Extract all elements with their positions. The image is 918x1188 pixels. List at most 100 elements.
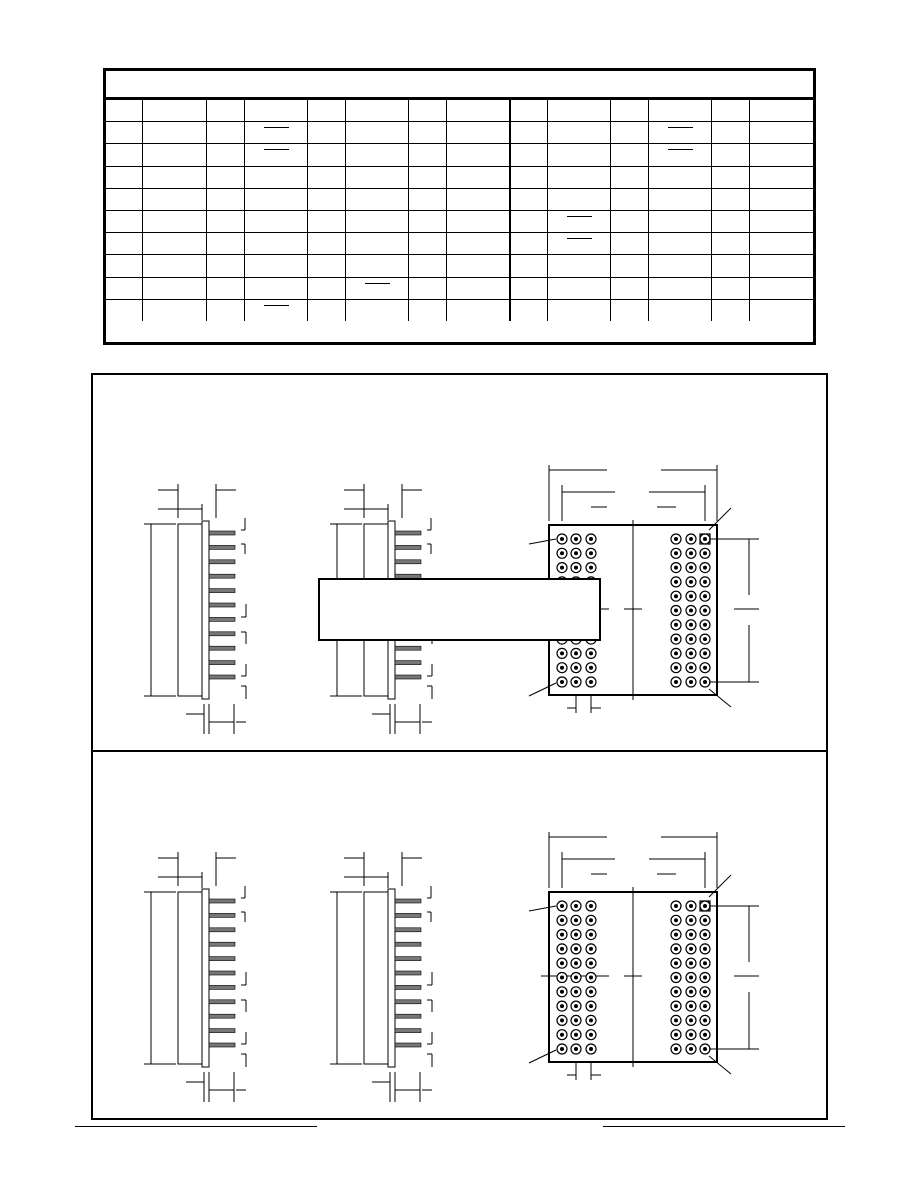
pad-center (574, 665, 578, 670)
pad-center (689, 680, 693, 684)
pad-center (589, 1004, 593, 1009)
footer-rule-right (603, 1126, 845, 1127)
leader-line (528, 538, 557, 545)
lead-pin (394, 956, 422, 961)
pad-center (674, 961, 678, 966)
lead-pin (208, 970, 236, 976)
pad-center (560, 1047, 564, 1051)
lead-pin (208, 1028, 236, 1033)
lead-pin (208, 1042, 236, 1048)
leader-line (528, 905, 557, 912)
pad-center (689, 665, 693, 670)
pad-center (574, 961, 578, 966)
pad-center (703, 961, 707, 966)
pad-center (703, 989, 707, 994)
pad-center (703, 904, 707, 908)
table-cell (307, 298, 346, 321)
pad-center (689, 537, 693, 541)
pad-center (674, 594, 678, 599)
pad-center (674, 565, 678, 570)
pad-center (574, 932, 578, 937)
pad-center (703, 537, 707, 541)
overbar-mark (667, 149, 693, 151)
pad-center (589, 918, 593, 923)
lead-pin (208, 999, 236, 1005)
table-cell (408, 276, 447, 300)
lead-pin (208, 898, 236, 904)
pad-center (674, 989, 678, 994)
pad-center (689, 918, 693, 923)
pad-center (574, 1032, 578, 1037)
table-cell (206, 276, 245, 300)
overbar-mark (667, 127, 693, 129)
lead-pin (394, 559, 422, 565)
overbar-mark (263, 149, 289, 151)
pad-center (674, 608, 678, 613)
overbar-mark (566, 215, 592, 217)
pad-center (689, 551, 693, 556)
overbar-mark (263, 127, 289, 129)
table-cell (408, 298, 447, 321)
table-cell (508, 298, 548, 321)
pad-center (574, 918, 578, 923)
pad-center (589, 1018, 593, 1023)
pad-center (560, 975, 564, 980)
pad-center (703, 932, 707, 937)
table-row (106, 276, 813, 300)
pad-center (560, 989, 564, 994)
pad-center (703, 594, 707, 599)
pad-center (574, 551, 578, 556)
pad-center (703, 565, 707, 570)
lead-pin (208, 660, 236, 665)
pad-center (574, 1004, 578, 1009)
pad-center (674, 537, 678, 541)
top-left-side-view-lid (201, 520, 210, 700)
table-cell (307, 98, 346, 123)
drawing-overlay-box (318, 578, 601, 641)
leader-line (708, 688, 732, 708)
lead-pin (394, 645, 422, 651)
table-row (106, 98, 813, 123)
pad-center (560, 904, 564, 908)
pad-center (703, 1047, 707, 1051)
overbar-mark (263, 304, 289, 306)
pad-center (689, 1004, 693, 1009)
pad-center (674, 680, 678, 684)
lead-pin (394, 530, 422, 536)
pad-center (703, 1004, 707, 1009)
pad-center (560, 1018, 564, 1023)
table-cell (711, 298, 750, 321)
table-cell (748, 98, 813, 123)
pad-center (560, 665, 564, 670)
lead-pin (394, 1013, 422, 1019)
pad-center (574, 975, 578, 980)
top-left-side-view-body (177, 523, 203, 697)
lead-pin (394, 970, 422, 976)
pad-center (689, 622, 693, 627)
pad-center (589, 932, 593, 937)
pad-center (589, 565, 593, 570)
lead-pin (208, 956, 236, 961)
lead-pin (394, 1042, 422, 1048)
pad-center (560, 680, 564, 684)
table-cell (508, 276, 548, 300)
pad-center (589, 961, 593, 966)
pad-center (689, 961, 693, 966)
pad-center (689, 975, 693, 980)
pad-center (560, 651, 564, 656)
pad-center (674, 622, 678, 627)
overbar-mark (566, 238, 592, 240)
table-row (106, 209, 813, 234)
pad-center (703, 665, 707, 670)
pad-center (689, 989, 693, 994)
pad-center (674, 1047, 678, 1051)
pad-center (589, 680, 593, 684)
pad-center (703, 946, 707, 951)
lead-pin (208, 1013, 236, 1019)
pad-center (703, 1032, 707, 1037)
pad-center (574, 946, 578, 951)
pad-center (674, 932, 678, 937)
lead-pin (394, 898, 422, 904)
pad-center (560, 1032, 564, 1037)
table-cell (610, 276, 649, 300)
